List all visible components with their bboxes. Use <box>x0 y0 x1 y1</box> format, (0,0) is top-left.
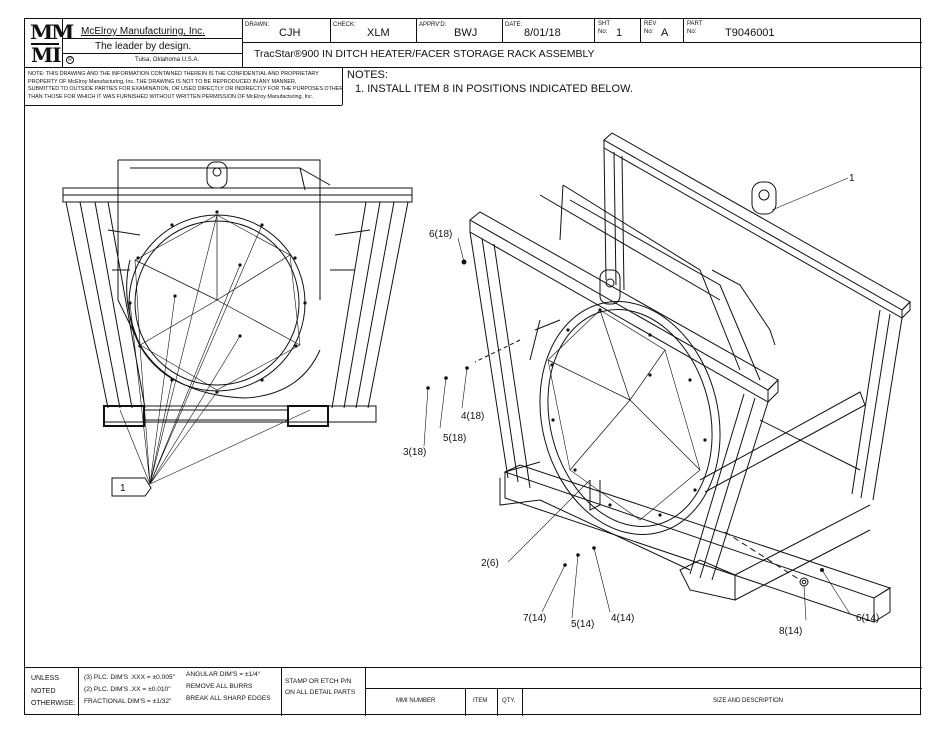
confidential-line: SUBMITTED TO OUTSIDE PARTIES FOR EXAMINA… <box>28 86 344 93</box>
rev-value: A <box>661 27 669 39</box>
bom-qty: QTY. <box>502 698 516 704</box>
company-slogan: The leader by design. <box>95 41 192 52</box>
bom-item: ITEM <box>473 698 488 704</box>
company-name: McElroy Manufacturing, Inc. <box>81 26 205 37</box>
rev-label-2: No: <box>644 29 654 35</box>
tol-two-place: (2) PLC. DIM'S .XX = ±0.010" <box>84 686 171 693</box>
bom-mmi-number: MMI NUMBER <box>396 698 436 704</box>
sht-label-1: SHT <box>598 21 610 27</box>
company-location: Tulsa, Oklahoma U.S.A. <box>135 57 200 63</box>
confidential-line: NOTE: THIS DRAWING AND THE INFORMATION C… <box>28 71 319 77</box>
rev-label-1: REV <box>644 21 657 27</box>
apprvd-value: BWJ <box>454 27 478 39</box>
bom-size-description: SIZE AND DESCRIPTION <box>713 698 784 704</box>
part-label-2: No: <box>687 29 697 35</box>
drawn-value: CJH <box>279 27 301 39</box>
check-label: CHECK: <box>333 22 356 28</box>
note-item: 1. INSTALL ITEM 8 IN POSITIONS INDICATED… <box>355 83 633 95</box>
drawn-label: DRAWN: <box>245 22 270 28</box>
sht-label-2: No: <box>598 29 608 35</box>
tol-fractional: FRACTIONAL DIM'S = ±1/32" <box>84 698 172 705</box>
tol-unless: UNLESS <box>31 675 60 682</box>
tol-noted: NOTED <box>31 688 56 695</box>
tol-angular: ANGULAR DIM'S = ±1/4° <box>186 671 261 678</box>
confidential-line: PROPERTY OF McElroy Manufacturing, Inc. … <box>28 78 297 85</box>
apprvd-label: APPRV'D: <box>419 22 447 28</box>
date-value: 8/01/18 <box>524 27 561 39</box>
part-label-1: PART <box>687 21 703 27</box>
part-number: T9046001 <box>725 27 775 39</box>
confidential-note: NOTE: THIS DRAWING AND THE INFORMATION C… <box>28 71 343 101</box>
tol-edges: BREAK ALL SHARP EDGES <box>186 695 271 702</box>
sht-value: 1 <box>616 27 623 39</box>
tol-otherwise: OTHERWISE: <box>31 700 76 707</box>
stamp-note-2: ON ALL DETAIL PARTS <box>285 689 356 696</box>
logo-bottom-letters: MI <box>31 43 61 67</box>
drawing-title: TracStar®900 IN DITCH HEATER/FACER STORA… <box>254 48 595 60</box>
notes-heading: NOTES: <box>347 69 388 81</box>
confidential-line: THAN THOSE FOR WHICH IT WAS FURNISHED WI… <box>28 93 314 100</box>
drawing-sheet: MM MI McElroy Manufacturing, Inc. The le… <box>24 18 922 716</box>
tol-three-place: (3) PLC. DIM'S .XXX = ±0.005" <box>84 674 175 681</box>
date-label: DATE: <box>505 22 523 28</box>
stamp-note-1: STAMP OR ETCH P/N <box>285 678 352 685</box>
registered-mark-icon: R <box>66 56 74 64</box>
check-value: XLM <box>367 27 390 39</box>
company-logo: MM MI <box>30 21 74 67</box>
tol-burrs: REMOVE ALL BURRS <box>186 683 253 690</box>
logo-top-letters: MM <box>29 20 74 44</box>
